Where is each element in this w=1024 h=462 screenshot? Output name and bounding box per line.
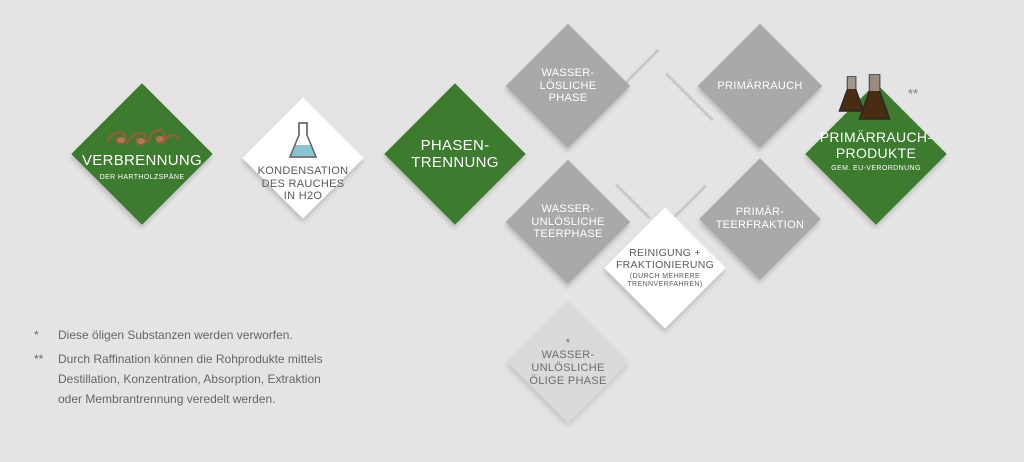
node-reinigung: REINIGUNG + FRAKTIONIERUNG (DURCH MEHRER…	[565, 168, 765, 368]
footnote-item: ** Durch Raffination können die Rohprodu…	[34, 349, 323, 409]
flasks-icon	[838, 74, 891, 120]
footnote-mark: *	[34, 328, 39, 342]
node-verbrennung-title: VERBRENNUNG	[82, 152, 202, 170]
node-primaerrauchprodukte-marker: **	[908, 86, 919, 101]
footnote-item: * Diese öligen Substanzen werden verworf…	[34, 325, 323, 345]
node-kondensation-title: KONDENSATION DES RAUCHES IN H2O	[257, 165, 349, 203]
node-primaerrauch: PRIMÄRRAUCH	[660, 0, 860, 186]
node-reinigung-title: REINIGUNG + FRAKTIONIERUNG	[615, 246, 715, 271]
flask-icon	[288, 122, 318, 158]
node-primaerrauchprodukte: PRIMÄRRAUCH- PRODUKTE GEM. EU-VERORDNUNG	[776, 54, 976, 254]
node-wasserunloesliche-teerphase-title: WASSER- UNLÖSLICHE TEERPHASE	[531, 203, 605, 241]
footnote-text: Diese öligen Substanzen werden verworfen…	[58, 328, 293, 342]
node-phasentrennung-title: PHASEN- TRENNUNG	[411, 136, 499, 171]
wood-shavings-icon	[105, 129, 181, 146]
node-verbrennung: VERBRENNUNG DER HARTHOLZSPÄNE	[42, 54, 242, 254]
node-primaerteerfraktion: PRIMÄR- TEERFRAKTION	[660, 119, 860, 319]
footnote-text: Durch Raffination können die Rohprodukte…	[58, 352, 323, 406]
node-verbrennung-subtitle: DER HARTHOLZSPÄNE	[99, 173, 185, 181]
node-primaerteerfraktion-title: PRIMÄR- TEERFRAKTION	[715, 206, 805, 231]
node-kondensation: KONDENSATION DES RAUCHES IN H2O	[203, 58, 403, 258]
node-phasentrennung: PHASEN- TRENNUNG	[355, 54, 555, 254]
node-primaerrauchprodukte-subtitle: GEM. EU-VERORDNUNG	[831, 165, 921, 173]
node-reinigung-subtitle: (DURCH MEHRERE TRENNVERFAHREN)	[627, 273, 703, 289]
footnotes: * Diese öligen Substanzen werden verworf…	[34, 325, 323, 409]
node-oelige-phase: * WASSER- UNLÖSLICHE ÖLIGE PHASE	[468, 262, 668, 462]
node-wasserunloesliche-teerphase: WASSER- UNLÖSLICHE TEERPHASE	[468, 122, 668, 322]
node-primaerrauchprodukte-title: PRIMÄRRAUCH- PRODUKTE	[819, 128, 933, 161]
node-wasserloesliche-phase: WASSER- LÖSLICHE PHASE	[468, 0, 668, 186]
node-oelige-phase-title: WASSER- UNLÖSLICHE ÖLIGE PHASE	[529, 349, 607, 387]
node-wasserloesliche-phase-title: WASSER- LÖSLICHE PHASE	[539, 67, 597, 105]
footnote-mark: **	[34, 352, 44, 366]
node-oelige-phase-marker: *	[565, 336, 571, 349]
node-primaerrauch-title: PRIMÄRRAUCH	[717, 79, 803, 92]
